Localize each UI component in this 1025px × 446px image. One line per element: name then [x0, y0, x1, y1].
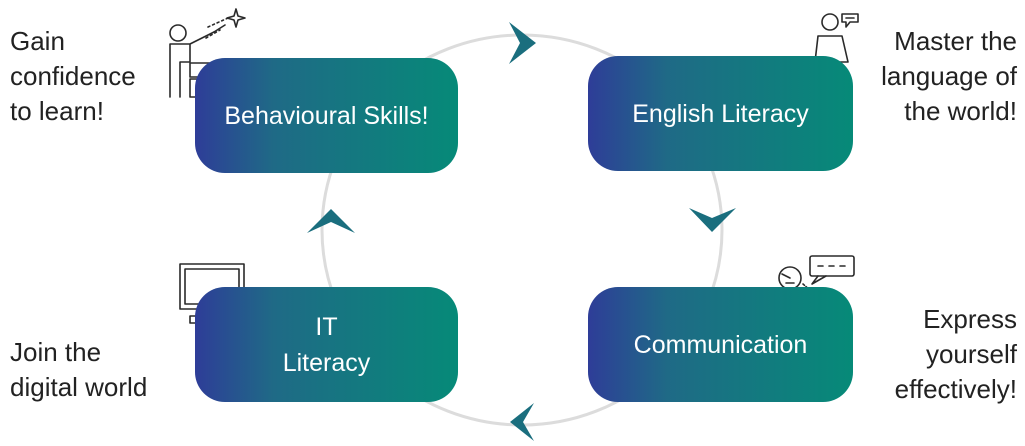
english-caption: Master the language of the world! [881, 26, 1017, 126]
it-caption: Join the digital world [10, 337, 148, 402]
arrow-left-icon [307, 209, 355, 233]
behavioural-caption: Gain confidence to learn! [10, 26, 136, 126]
behavioural-skills-box: Behavioural Skills! [195, 58, 458, 173]
arrow-bottom-icon [510, 403, 534, 441]
english-literacy-box: English Literacy [588, 56, 853, 171]
it-literacy-box: IT Literacy [195, 287, 458, 402]
communication-box: Communication [588, 287, 853, 402]
arrow-right-icon [689, 208, 736, 232]
communication-label: Communication [633, 330, 808, 359]
communication-caption: Express yourself effectively! [894, 304, 1017, 404]
it-literacy-label: IT Literacy [282, 312, 371, 377]
english-literacy-label: English Literacy [632, 99, 809, 128]
behavioural-skills-label: Behavioural Skills! [224, 101, 429, 130]
arrow-top-icon [509, 22, 536, 64]
